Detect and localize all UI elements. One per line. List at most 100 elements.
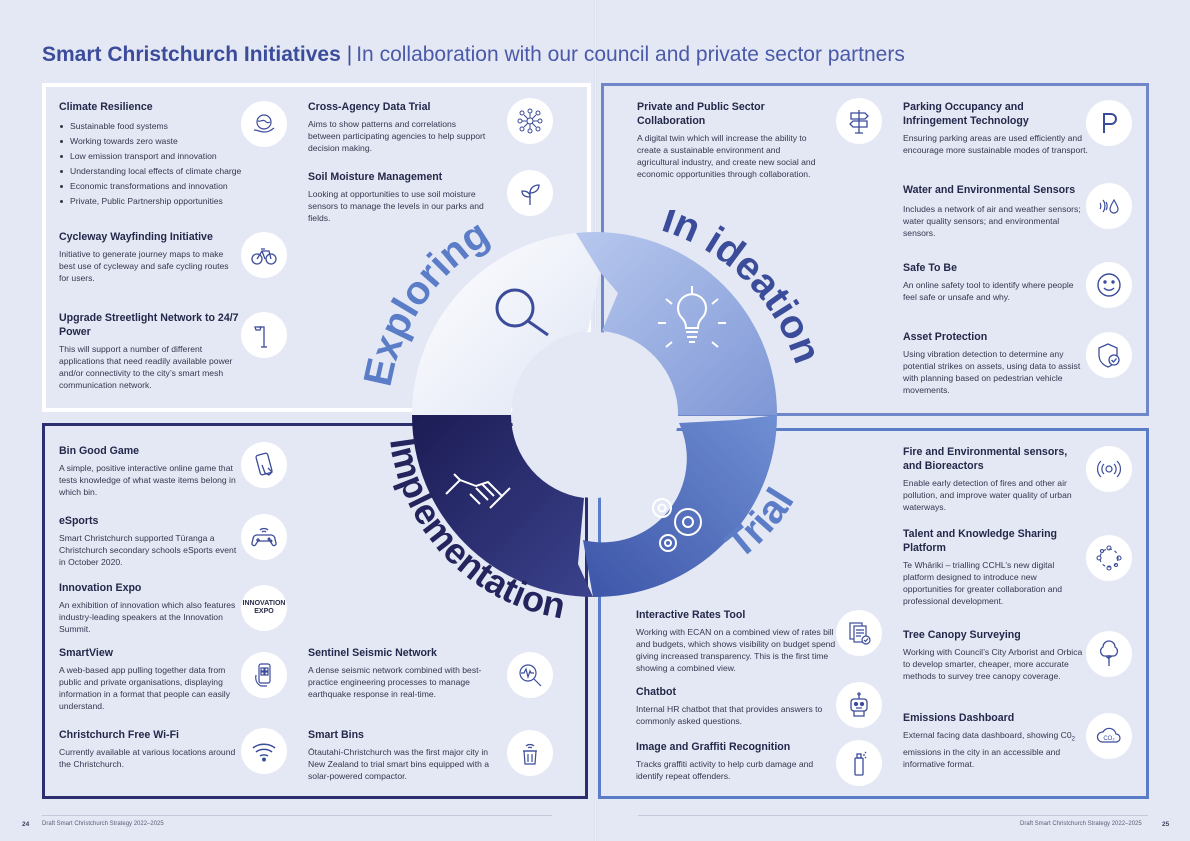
- page-number-left: 24: [22, 821, 30, 828]
- smart-bins: Smart Bins Ōtautahi-Christchurch was the…: [308, 728, 503, 782]
- page-title: Smart Christchurch Initiatives|In collab…: [42, 43, 905, 67]
- smartbins-body: Ōtautahi-Christchurch was the first majo…: [308, 747, 490, 781]
- streetlight-network: Upgrade Streetlight Network to 24/7 Powe…: [59, 311, 239, 391]
- water-title: Water and Environmental Sensors: [903, 184, 1076, 196]
- seismic-body: A dense seismic network combined with be…: [308, 665, 482, 699]
- parking-occupancy: Parking Occupancy and Infringement Techn…: [903, 100, 1088, 156]
- footer-text-left: Draft Smart Christchurch Strategy 2022–2…: [42, 821, 164, 827]
- asset-protection: Asset Protection Using vibration detecti…: [903, 330, 1083, 396]
- twin-body: A digital twin which will increase the a…: [637, 133, 816, 179]
- tree-icon: [1086, 631, 1132, 677]
- climate-bullet: Working towards zero waste: [59, 134, 259, 149]
- cycleway-body: Initiative to generate journey maps to m…: [59, 249, 229, 283]
- talent-title: Talent and Knowledge Sharing Platform: [903, 528, 1058, 554]
- tree-canopy: Tree Canopy Surveying Working with Counc…: [903, 628, 1083, 682]
- sensor-broadcast-icon: [1086, 446, 1132, 492]
- climate-bullet: Sustainable food systems: [59, 119, 259, 134]
- twin-title: Private and Public Sector Collaboration: [637, 101, 765, 127]
- rates-title: Interactive Rates Tool: [636, 609, 746, 621]
- wifi-icon: [241, 728, 287, 774]
- smartview-body: A web-based app pulling together data fr…: [59, 665, 231, 711]
- safe-title: Safe To Be: [903, 262, 957, 274]
- talent-platform: Talent and Knowledge Sharing Platform Te…: [903, 527, 1083, 607]
- phone-app-icon: [241, 652, 287, 698]
- parking-icon: [1086, 100, 1132, 146]
- initiative-stage-wheel: Exploring In ideation Trial Implementati…: [356, 210, 830, 627]
- smiley-face-icon: [1086, 262, 1132, 308]
- bicycle-icon: [241, 232, 287, 278]
- wifi-title: Christchurch Free Wi-Fi: [59, 729, 179, 741]
- emissions-dashboard: Emissions Dashboard External facing data…: [903, 711, 1083, 770]
- phone-tap-icon: [241, 442, 287, 488]
- seismic-title: Sentinel Seismic Network: [308, 647, 437, 659]
- handshake-icon: [445, 473, 511, 509]
- implementation-segment: [412, 415, 593, 597]
- talent-body: Te Whāriki – trialling CCHL’s new digita…: [903, 560, 1063, 606]
- title-separator: |: [346, 43, 353, 66]
- soil-body: Looking at opportunities to use soil moi…: [308, 189, 484, 223]
- bin-good-game: Bin Good Game A simple, positive interac…: [59, 444, 239, 498]
- collaboration-cycle-icon: [1086, 535, 1132, 581]
- emissions-body: External facing data dashboard, showing …: [903, 730, 1075, 769]
- shield-check-icon: [1086, 332, 1132, 378]
- climate-bullet: Understanding local effects of climate c…: [59, 164, 259, 179]
- cross-agency-body: Aims to show patterns and correlations b…: [308, 119, 486, 153]
- fire-title: Fire and Environmental sensors, and Bior…: [903, 446, 1068, 472]
- parking-title: Parking Occupancy and Infringement Techn…: [903, 101, 1029, 127]
- signpost-icon: [836, 98, 882, 144]
- ideation-segment: [576, 232, 778, 415]
- document-check-icon: [836, 610, 882, 656]
- water-signal-icon: [1086, 183, 1132, 229]
- co2-label: CO₂: [1103, 736, 1115, 742]
- water-sensors: Water and Environmental Sensors Includes…: [903, 183, 1093, 239]
- emissions-title: Emissions Dashboard: [903, 712, 1015, 724]
- network-nodes-icon: [507, 98, 553, 144]
- cycleway-title: Cycleway Wayfinding Initiative: [59, 231, 213, 243]
- safe-body: An online safety tool to identify where …: [903, 280, 1074, 302]
- graffiti-title: Image and Graffiti Recognition: [636, 741, 791, 753]
- smartbins-title: Smart Bins: [308, 729, 364, 741]
- wheel-center: [512, 332, 678, 498]
- smartview-title: SmartView: [59, 647, 113, 659]
- asset-body: Using vibration detection to determine a…: [903, 349, 1081, 395]
- bin-body: A simple, positive interactive online ga…: [59, 463, 236, 497]
- chatbot: Chatbot Internal HR chatbot that that pr…: [636, 685, 836, 727]
- title-bold: Smart Christchurch Initiatives: [42, 43, 341, 66]
- innovation-expo-logo: INNOVATION EXPO: [241, 585, 287, 631]
- expo-title: Innovation Expo: [59, 582, 142, 594]
- soil-title: Soil Moisture Management: [308, 171, 443, 183]
- globe-hand-icon: [241, 101, 287, 147]
- title-subtitle: In collaboration with our council and pr…: [356, 43, 905, 66]
- streetlight-body: This will support a number of different …: [59, 344, 233, 390]
- safe-to-be: Safe To Be An online safety tool to iden…: [903, 261, 1083, 303]
- fire-sensors: Fire and Environmental sensors, and Bior…: [903, 445, 1083, 513]
- implementation-frame: [42, 423, 588, 799]
- soil-moisture: Soil Moisture Management Looking at oppo…: [308, 170, 488, 224]
- climate-title: Climate Resilience: [59, 101, 153, 113]
- expo-body: An exhibition of innovation which also f…: [59, 600, 236, 634]
- trial-frame: [598, 428, 1149, 799]
- seismic-network: Sentinel Seismic Network A dense seismic…: [308, 646, 493, 700]
- fire-body: Enable early detection of fires and othe…: [903, 478, 1072, 512]
- co2-cloud-icon: CO₂: [1086, 713, 1132, 759]
- climate-bullets: Sustainable food systems Working towards…: [59, 119, 259, 209]
- climate-resilience: Climate Resilience Sustainable food syst…: [59, 100, 259, 209]
- cross-agency-trial: Cross-Agency Data Trial Aims to show pat…: [308, 100, 488, 154]
- canopy-body: Working with Council’s City Arborist and…: [903, 647, 1083, 681]
- bin-title: Bin Good Game: [59, 445, 140, 457]
- innovation-expo: Innovation Expo An exhibition of innovat…: [59, 581, 239, 635]
- chatbot-body: Internal HR chatbot that that provides a…: [636, 704, 823, 726]
- footer-rule-left: [42, 815, 552, 816]
- public-private-collaboration: Private and Public Sector Collaboration …: [637, 100, 822, 180]
- canopy-title: Tree Canopy Surveying: [903, 629, 1021, 641]
- page-number-right: 25: [1162, 821, 1170, 828]
- cross-agency-title: Cross-Agency Data Trial: [308, 101, 431, 113]
- water-body: Includes a network of air and weather se…: [903, 204, 1081, 238]
- climate-bullet: Economic transformations and innovation: [59, 179, 259, 194]
- esports-body: Smart Christchurch supported Tūranga a C…: [59, 533, 237, 567]
- free-wifi: Christchurch Free Wi-Fi Currently availa…: [59, 728, 239, 770]
- smartview: SmartView A web-based app pulling togeth…: [59, 646, 239, 712]
- esports: eSports Smart Christchurch supported Tūr…: [59, 514, 239, 568]
- asset-title: Asset Protection: [903, 331, 988, 343]
- spray-can-icon: [836, 740, 882, 786]
